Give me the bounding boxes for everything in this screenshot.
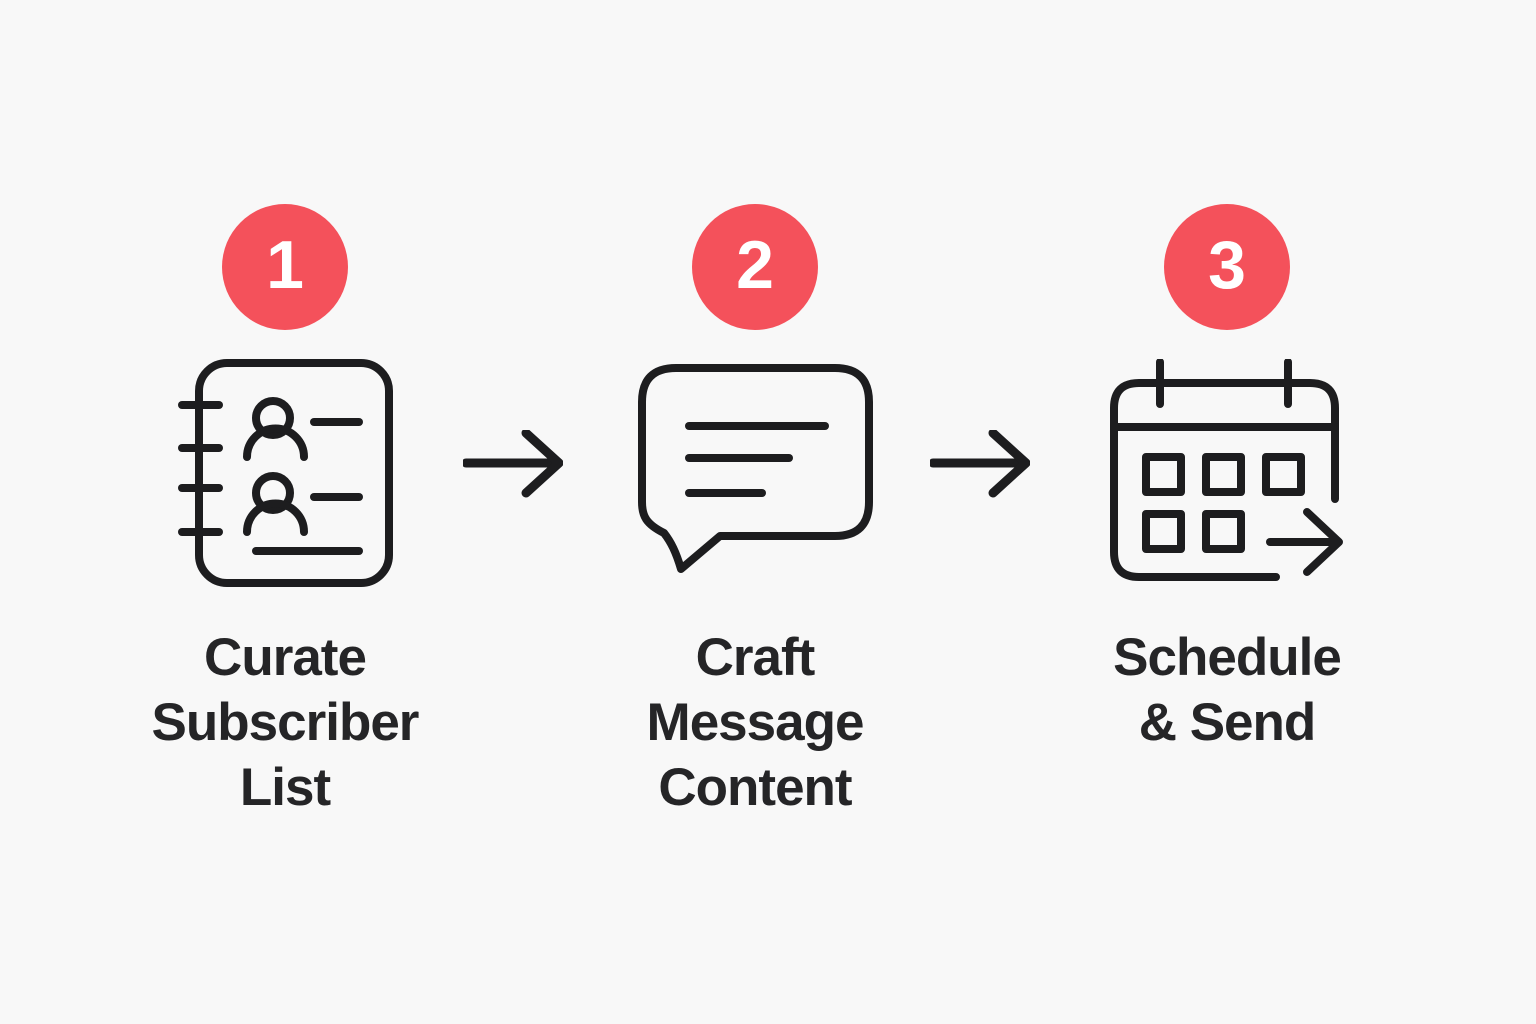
contact-book-icon: [177, 350, 393, 595]
calendar-send-icon: [1109, 357, 1345, 586]
step-1-icon-box: [177, 356, 393, 588]
right-arrow-icon: [928, 428, 1031, 498]
step-2-label: Craft Message Content: [646, 628, 865, 817]
step-2-icon-box: [637, 356, 873, 588]
step-1-badge: 1: [222, 204, 348, 330]
step-2-badge: 2: [692, 204, 818, 330]
step-2-number: 2: [736, 227, 774, 303]
step-1-label: Curate Subscriber List: [151, 628, 420, 817]
step-schedule-and-send: 3 Schedule & Se: [1057, 0, 1397, 1024]
step-3-badge: 3: [1164, 204, 1290, 330]
step-3-number: 3: [1208, 227, 1246, 303]
right-arrow-icon: [461, 428, 564, 498]
step-3-icon-box: [1109, 356, 1345, 588]
speech-bubble-icon: [637, 363, 873, 581]
step-curate-subscriber-list: 1 Curate: [115, 0, 455, 1024]
step-1-number: 1: [266, 227, 304, 303]
step-3-label: Schedule & Send: [1113, 628, 1342, 752]
step-craft-message-content: 2 Craft Message Content: [585, 0, 925, 1024]
